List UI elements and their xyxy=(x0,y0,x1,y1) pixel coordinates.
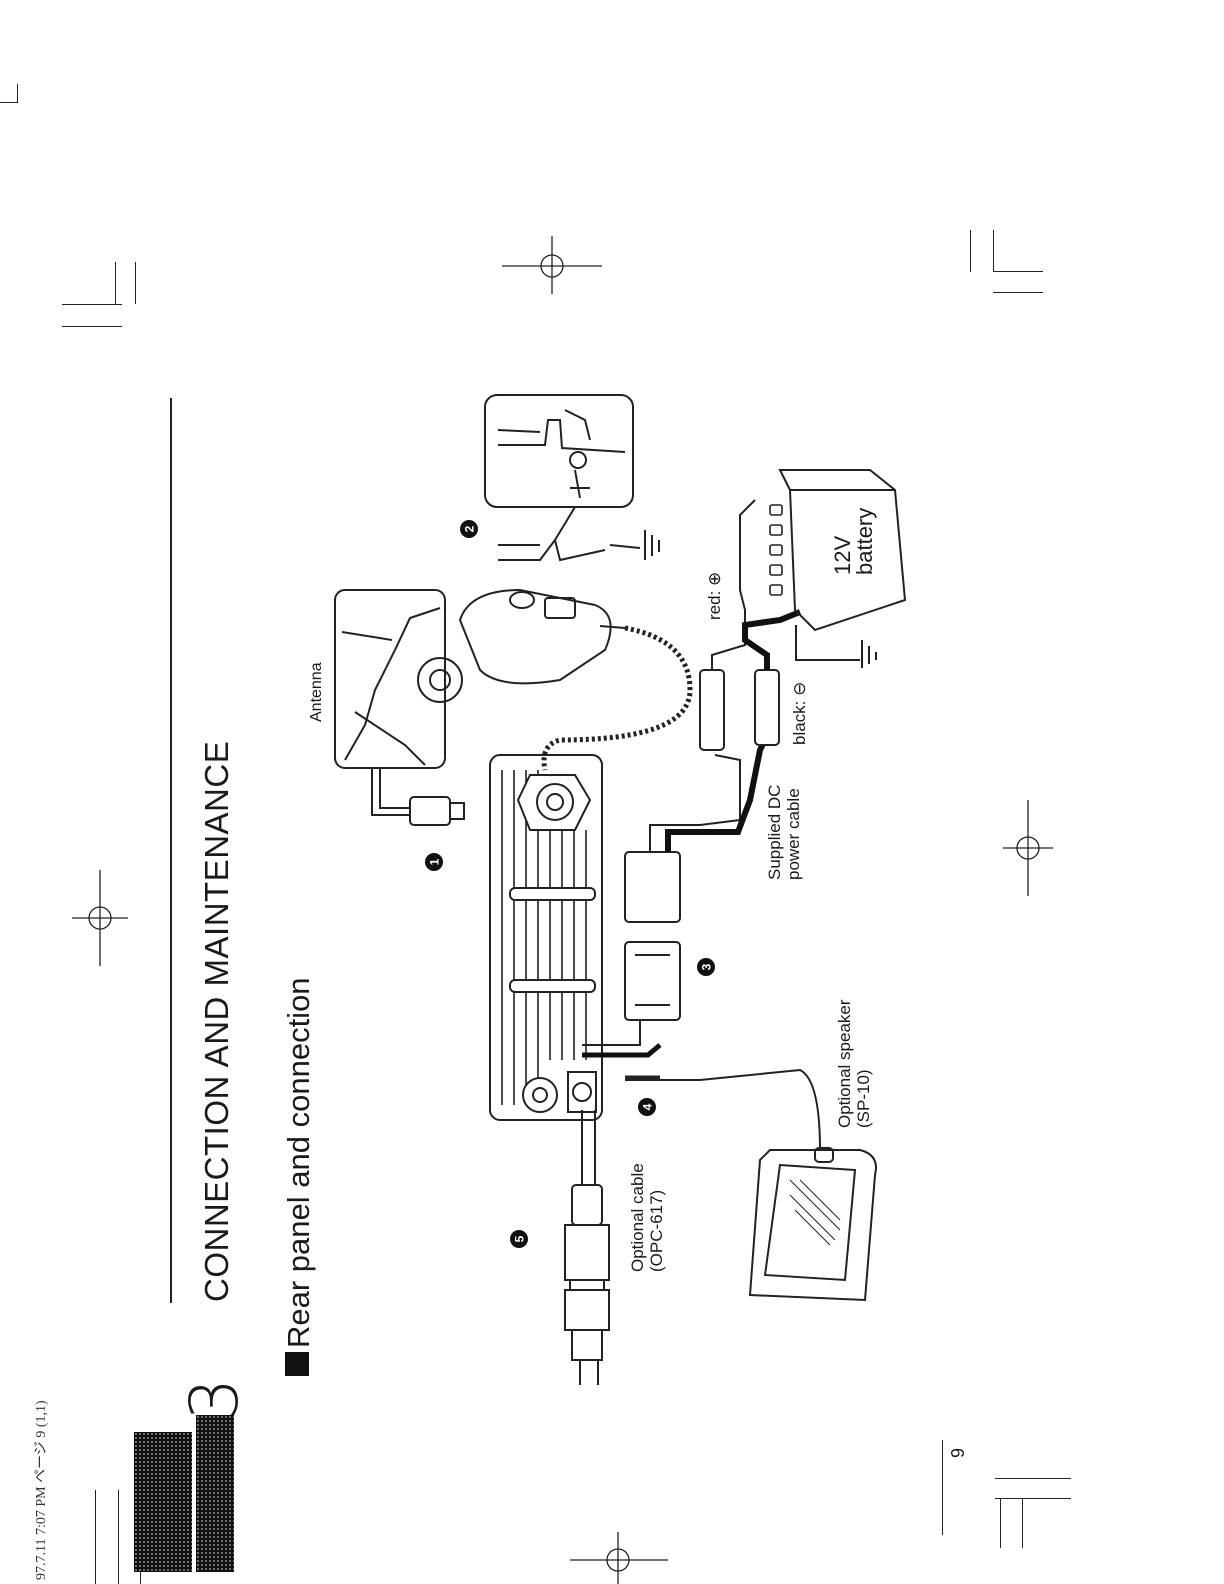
red-terminal-label: red: ⊕ xyxy=(705,572,724,620)
callout-3: 3 xyxy=(697,958,715,976)
callout-5: 5 xyxy=(510,1230,528,1248)
page-number-rule xyxy=(942,1440,943,1535)
dc-cable-label: Supplied DC power cable xyxy=(765,785,803,880)
battery-label: 12V battery xyxy=(832,508,876,575)
black-terminal-label: black: ⊖ xyxy=(790,682,809,745)
page-number: 9 xyxy=(948,1448,969,1458)
antenna-inset xyxy=(335,590,445,768)
optional-speaker-label: Optional speaker (SP-10) xyxy=(835,999,873,1128)
callout-2: 2 xyxy=(460,520,478,538)
antenna-label: Antenna xyxy=(308,662,326,722)
callout-1: 1 xyxy=(425,853,443,871)
callout-4: 4 xyxy=(638,1098,656,1116)
optional-cable-label: Optional cable (OPC-617) xyxy=(628,1163,666,1272)
